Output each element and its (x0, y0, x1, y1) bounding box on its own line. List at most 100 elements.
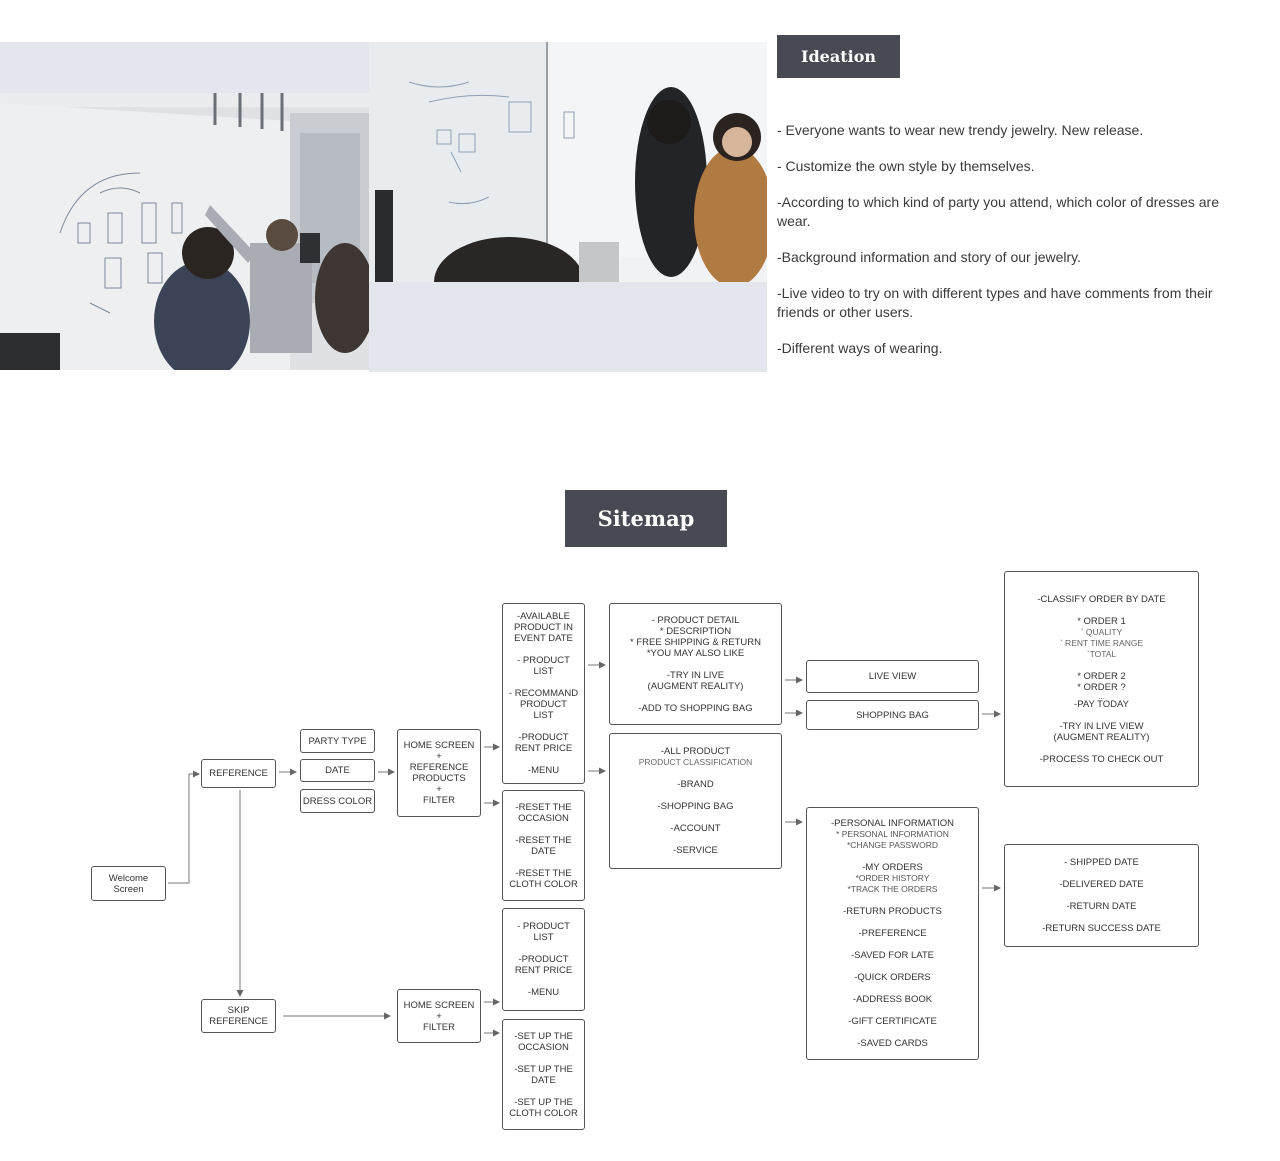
node-text: - RECOMMAND (508, 688, 579, 699)
node-text: -RESET THE (515, 801, 572, 813)
node-text: EVENT DATE (514, 633, 573, 644)
node-event-product-list: -AVAILABLE PRODUCT IN EVENT DATE - PRODU… (502, 603, 585, 784)
node-product-detail: - PRODUCT DETAIL * DESCRIPTION * FREE SH… (609, 603, 782, 725)
node-text: -ADD TO SHOPPING BAG (638, 702, 753, 714)
node-text: -SET UP THE (514, 1096, 573, 1108)
node-text: PRODUCT (520, 699, 567, 710)
node-text: -DELIVERED DATE (1059, 879, 1144, 890)
node-text: SKIP (227, 1005, 250, 1016)
node-text: CLOTH COLOR (509, 878, 578, 890)
node-text: -RETURN PRODUCTS (843, 906, 942, 917)
node-text: REFERENCE (209, 768, 268, 779)
node-text: SHOPPING BAG (856, 709, 929, 721)
node-subtext: *TRACK THE ORDERS (847, 884, 938, 894)
node-live-view: LIVE VIEW (806, 660, 979, 693)
node-text: -ALL PRODUCT (660, 746, 731, 757)
node-text: Welcome (108, 872, 149, 884)
node-text: -QUICK ORDERS (854, 972, 931, 983)
node-dress-color: DRESS COLOR (300, 789, 375, 813)
node-text: -PROCESS TO CHECK OUT (1039, 753, 1164, 765)
node-text: + (436, 784, 442, 795)
node-subtext: *CHANGE PASSWORD (847, 840, 938, 850)
node-text: * FREE SHIPPING & RETURN (630, 636, 761, 648)
node-text: -PAY TODAY (1074, 698, 1129, 710)
node-account: -PERSONAL INFORMATION * PERSONAL INFORMA… (806, 807, 979, 1060)
node-text: - PRODUCT (517, 921, 570, 932)
node-text: + (436, 751, 442, 762)
node-text: -MENU (527, 765, 560, 776)
node-text: (AUGMENT REALITY) (647, 680, 744, 692)
node-text: -TRY IN LIVE VIEW (1059, 720, 1144, 732)
node-text: * ORDER 1 (1077, 615, 1126, 627)
node-text: OCCASION (518, 812, 569, 824)
node-welcome-screen: Welcome Screen (91, 866, 166, 901)
ideation-point-2: - Customize the own style by themselves. (777, 158, 1035, 174)
photo-backdrop-top (0, 42, 369, 93)
ideation-point-5: -Live video to try on with different typ… (777, 285, 1213, 320)
node-text: -RETURN SUCCESS DATE (1042, 923, 1161, 934)
node-text: PARTY TYPE (308, 735, 367, 747)
node-text: *YOU MAY ALSO LIKE (646, 647, 745, 659)
node-text: HOME SCREEN (403, 740, 475, 751)
node-text: -ADDRESS BOOK (852, 994, 933, 1005)
node-text: FILTER (422, 1021, 456, 1033)
node-text: (AUGMENT REALITY) (1053, 731, 1150, 743)
node-text: DATE (531, 1074, 556, 1086)
node-text: - SHIPPED DATE (1064, 857, 1139, 868)
node-text: -TRY IN LIVE (666, 669, 725, 681)
node-subtext: ... (1097, 690, 1106, 701)
node-text: DRESS COLOR (302, 795, 373, 807)
ideation-point-3: -According to which kind of party you at… (777, 194, 1219, 229)
node-text: -RESET THE (515, 834, 572, 846)
node-text: -SET UP THE (514, 1030, 573, 1042)
node-text: -PRODUCT (518, 732, 569, 743)
node-text: - PRODUCT (517, 655, 570, 666)
node-text: LIST (533, 710, 554, 721)
node-subtext: ` RENT TIME RANGE (1059, 637, 1144, 648)
ideation-heading: Ideation (777, 35, 900, 78)
node-text: HOME SCREEN (403, 999, 475, 1011)
node-text: LIST (533, 932, 554, 943)
whiteboard-session-photo-right (369, 42, 767, 282)
node-text: DATE (531, 845, 556, 857)
node-text: -PREFERENCE (858, 928, 927, 939)
node-text: LIVE VIEW (868, 671, 917, 682)
node-order-tracking: - SHIPPED DATE -DELIVERED DATE -RETURN D… (1004, 844, 1199, 947)
node-text: PRODUCT IN (514, 622, 573, 633)
ideation-point-1: - Everyone wants to wear new trendy jewe… (777, 122, 1144, 138)
node-text: -GIFT CERTIFICATE (848, 1016, 937, 1027)
sitemap-heading: Sitemap (565, 490, 727, 547)
node-text: -SAVED CARDS (857, 1038, 928, 1049)
node-menu: -ALL PRODUCT PRODUCT CLASSIFICATION -BRA… (609, 733, 782, 869)
node-text: FILTER (422, 795, 456, 806)
node-subtext: ` QUALITY (1080, 626, 1123, 637)
node-text: DATE (325, 765, 350, 776)
node-text: OCCASION (518, 1041, 569, 1053)
node-date: DATE (300, 759, 375, 782)
node-text: + (436, 1010, 442, 1022)
node-party-type: PARTY TYPE (300, 729, 375, 753)
link-welcome-reference (168, 770, 200, 884)
node-text: -AVAILABLE (517, 611, 570, 622)
node-skip-reference: SKIP REFERENCE (201, 999, 276, 1033)
node-text: LIST (533, 666, 554, 677)
node-text: REFERENCE (409, 762, 469, 773)
node-text: * DESCRIPTION (659, 625, 732, 637)
node-setup-filters: -SET UP THE OCCASION -SET UP THE DATE -S… (502, 1019, 585, 1130)
ideation-point-4: -Background information and story of our… (777, 249, 1081, 265)
node-subtext: * PERSONAL INFORMATION (836, 829, 949, 839)
whiteboard-session-photo-left (0, 93, 369, 370)
node-text: -RETURN DATE (1066, 901, 1137, 912)
node-home-screen-reference: HOME SCREEN + REFERENCE PRODUCTS + FILTE… (397, 729, 481, 817)
node-text: -SET UP THE (514, 1063, 573, 1075)
node-order-summary: -CLASSIFY ORDER BY DATE * ORDER 1 ` QUAL… (1004, 571, 1199, 787)
node-home-screen-filter: HOME SCREEN + FILTER (397, 989, 481, 1043)
node-text: -CLASSIFY ORDER BY DATE (1037, 593, 1166, 605)
node-text: REFERENCE (209, 1016, 268, 1027)
node-text: -MY ORDERS (862, 862, 923, 873)
node-text: -PERSONAL INFORMATION (831, 818, 954, 829)
node-text: * ORDER ? (1077, 681, 1126, 693)
node-reference: REFERENCE (201, 759, 276, 788)
node-text: -PRODUCT (518, 954, 569, 965)
